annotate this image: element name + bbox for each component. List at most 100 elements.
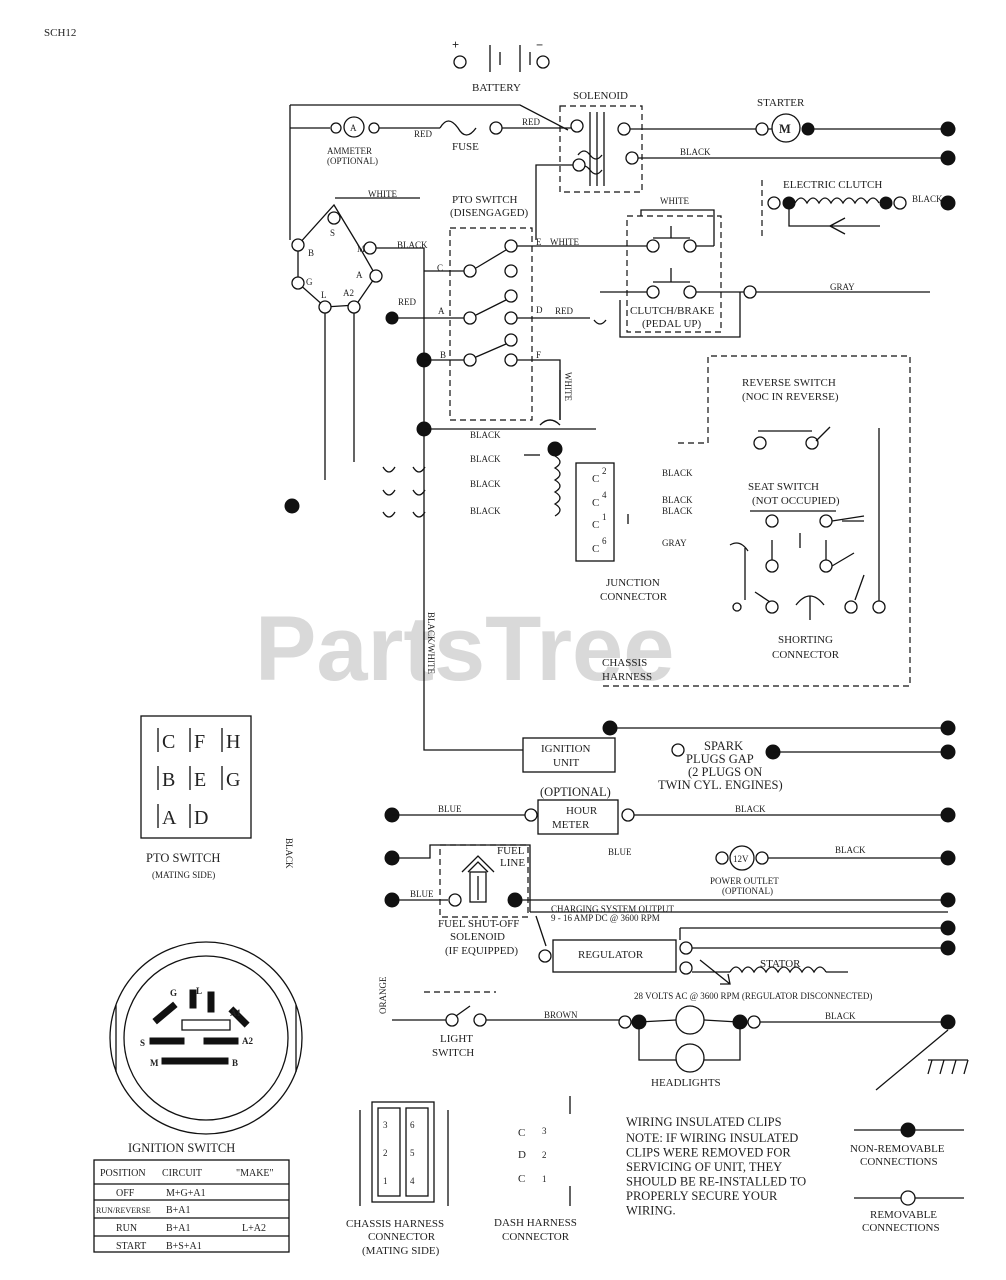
spark-label-1: SPARK bbox=[704, 739, 743, 753]
fuel-line-label-1: FUEL bbox=[497, 845, 525, 857]
term-a: A bbox=[356, 270, 363, 280]
wire-white-ign: WHITE bbox=[368, 189, 397, 199]
headlights-label: HEADLIGHTS bbox=[651, 1077, 721, 1089]
ch-pin-6: 6 bbox=[410, 1120, 415, 1130]
clips-note-line: SERVICING OF UNIT, THEY bbox=[626, 1160, 782, 1174]
reverse-switch-state: (NOC IN REVERSE) bbox=[742, 391, 839, 403]
wire-orange: ORANGE bbox=[378, 976, 388, 1014]
pto-pin-f: F bbox=[194, 731, 205, 753]
wire-black-side: BLACK bbox=[284, 838, 294, 869]
wire-black-j3: BLACK bbox=[470, 479, 501, 489]
dash-pin-c1: C bbox=[518, 1127, 525, 1139]
ignition-unit: IGNITION UNIT SPARK PLUGS GAP (2 PLUGS O… bbox=[522, 720, 956, 792]
fuel-shutoff-label-2: SOLENOID bbox=[450, 931, 505, 943]
chassis-harness-connector: 3 6 2 5 1 4 CHASSIS HARNESS CONNECTOR (M… bbox=[346, 1101, 449, 1257]
pto-switch-label: PTO SWITCH bbox=[452, 194, 518, 206]
clips-note-line: NOTE: IF WIRING INSULATED bbox=[626, 1131, 798, 1145]
ign-pin-m: M bbox=[150, 1058, 159, 1068]
ign-table-cell: B+A1 bbox=[166, 1223, 191, 1234]
seat-switch-label: SEAT SWITCH bbox=[748, 481, 819, 493]
wire-brown: BROWN bbox=[544, 1010, 578, 1020]
battery-label: BATTERY bbox=[472, 82, 521, 94]
wire-white-j: WHITE bbox=[563, 372, 573, 401]
charging-label-1: CHARGING SYSTEM OUTPUT bbox=[551, 904, 675, 914]
wire-blue-fs: BLUE bbox=[410, 889, 434, 899]
pto-pin-a: A bbox=[162, 807, 177, 829]
wire-gray-j: GRAY bbox=[662, 538, 687, 548]
light-switch: ORANGE LIGHT SWITCH BROWN bbox=[378, 976, 620, 1059]
wire-gray-cb: GRAY bbox=[830, 282, 855, 292]
electric-clutch-label: ELECTRIC CLUTCH bbox=[783, 179, 882, 191]
ammeter-optional-label: (OPTIONAL) bbox=[327, 156, 378, 166]
dash-pin-d: D bbox=[518, 1149, 526, 1161]
ignition-switch-title: IGNITION SWITCH bbox=[128, 1141, 235, 1155]
ign-table-cell: M+G+A1 bbox=[166, 1188, 206, 1199]
wire-black-j4: BLACK bbox=[470, 506, 501, 516]
spark-label-2: PLUGS GAP bbox=[686, 752, 754, 766]
ign-pin-s: S bbox=[140, 1038, 145, 1048]
junction-label-1: JUNCTION bbox=[606, 577, 660, 589]
volts-ac-label: 28 VOLTS AC @ 3600 RPM (REGULATOR DISCON… bbox=[634, 991, 872, 1001]
headlights: BLACK HEADLIGHTS bbox=[618, 1005, 956, 1089]
term-a2: A2 bbox=[343, 288, 354, 298]
legend-non-removable-2: CONNECTIONS bbox=[860, 1156, 938, 1168]
ign-table-cell: L+A2 bbox=[242, 1223, 266, 1234]
light-switch-label-2: SWITCH bbox=[432, 1047, 474, 1059]
wire-black-m: BLACK bbox=[397, 240, 428, 250]
ign-pin-a1: A1 bbox=[230, 1008, 241, 1018]
light-switch-label-1: LIGHT bbox=[440, 1033, 473, 1045]
chassis-label-1: CHASSIS bbox=[602, 657, 647, 669]
wire-blue-hm: BLUE bbox=[438, 804, 462, 814]
ignition-switch-face: G L A1 S A2 M B IGNITION SWITCH bbox=[109, 941, 303, 1155]
spark-label-4: TWIN CYL. ENGINES) bbox=[658, 778, 783, 792]
pto-pin-g: G bbox=[226, 769, 240, 791]
ign-pin-l: L bbox=[196, 986, 202, 996]
power-outlet-12v: 12V bbox=[733, 854, 749, 864]
junction-pin-c: C bbox=[592, 473, 599, 485]
wire-black-clutch: BLACK bbox=[912, 194, 943, 204]
wire-black-po: BLACK bbox=[835, 845, 866, 855]
clutch-brake-label: CLUTCH/BRAKE bbox=[630, 305, 715, 317]
junction-pin-c4: C bbox=[592, 543, 599, 555]
wire-black-j2: BLACK bbox=[470, 454, 501, 464]
fuel-and-power: FUEL LINE BLUE 12V BLACK POWER OUTLET (O… bbox=[384, 844, 956, 918]
dash-harness-connector: C 3 D 2 C 1 DASH HARNESS CONNECTOR bbox=[494, 1096, 577, 1243]
wire-black-j7: BLACK bbox=[662, 506, 693, 516]
chassis-conn-label-1: CHASSIS HARNESS bbox=[346, 1218, 444, 1230]
term-s: S bbox=[330, 228, 335, 238]
clips-note: WIRING INSULATED CLIPS NOTE: IF WIRING I… bbox=[626, 1115, 806, 1218]
clips-note-line: PROPERLY SECURE YOUR bbox=[626, 1189, 778, 1203]
starter: STARTER M bbox=[755, 97, 815, 143]
solenoid: SOLENOID bbox=[559, 90, 643, 193]
ign-table-cell: OFF bbox=[116, 1188, 135, 1199]
wire-red-1: RED bbox=[414, 129, 433, 139]
pto-pin-e: E bbox=[194, 769, 206, 791]
clips-note-line: SHOULD BE RE-INSTALLED TO bbox=[626, 1175, 806, 1189]
term-m: M bbox=[357, 244, 365, 254]
battery-plus-icon: + bbox=[452, 38, 459, 52]
term-f: F bbox=[536, 350, 541, 360]
pto-pin-h: H bbox=[226, 731, 240, 753]
corner-code: SCH12 bbox=[44, 27, 76, 39]
clips-note-line: WIRING. bbox=[626, 1204, 676, 1218]
ign-pin-g: G bbox=[170, 988, 177, 998]
ch-pin-4: 4 bbox=[410, 1176, 415, 1186]
optional-label: (OPTIONAL) bbox=[540, 785, 611, 799]
term-d: D bbox=[536, 305, 543, 315]
ch-pin-3: 3 bbox=[383, 1120, 388, 1130]
chassis-conn-label-3: (MATING SIDE) bbox=[362, 1245, 440, 1257]
wire-black-j6: BLACK bbox=[662, 495, 693, 505]
ign-table-cell: B+S+A1 bbox=[166, 1241, 202, 1252]
pto-switch: PTO SWITCH (DISENGAGED) E C A D B F bbox=[437, 194, 543, 421]
junction-pin-c3: C bbox=[592, 519, 599, 531]
ignition-switch-schematic: WHITE S B M G A L A2 BLACK bbox=[289, 128, 525, 751]
wire-red-2: RED bbox=[522, 117, 541, 127]
legend-removable-2: CONNECTIONS bbox=[862, 1222, 940, 1234]
legend-non-removable-1: NON-REMOVABLE bbox=[850, 1143, 945, 1155]
clips-note-line: CLIPS WERE REMOVED FOR bbox=[626, 1146, 791, 1160]
dash-pin-2: 2 bbox=[542, 1150, 547, 1160]
pto-mating-subtitle: (MATING SIDE) bbox=[152, 870, 215, 880]
junction-connector: BLACK BLACK BLACK BLACK WHITE C 2 C 4 C … bbox=[382, 370, 693, 674]
